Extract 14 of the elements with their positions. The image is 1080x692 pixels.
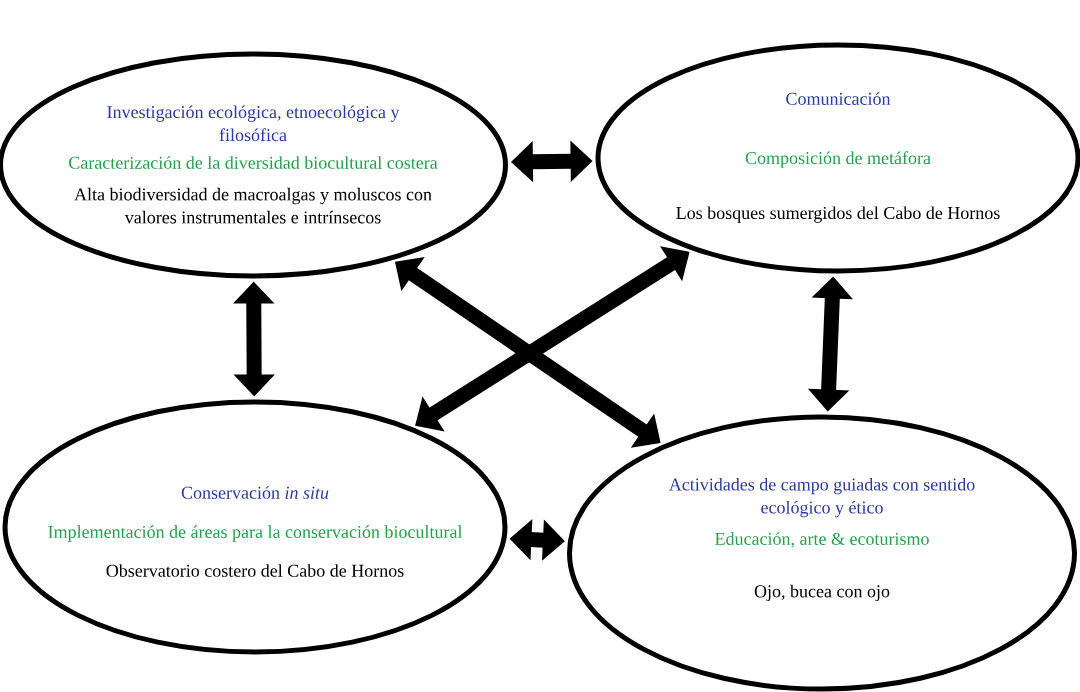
subheading-text: Implementación de áreas para la conservación biocultural (48, 525, 463, 542)
subheading-text: Caracterización de la diversidad biocultural costera (69, 156, 438, 169)
heading-text: Comunicación (786, 92, 891, 105)
description-text: Alta biodiversidad de macroalgas y moluscos con valores instrumentales e intrínsecos (74, 187, 432, 224)
heading-text: Conservación in situ (181, 486, 329, 499)
ellipse-node (2, 399, 508, 655)
subheading-text: Composición de metáfora (745, 151, 931, 168)
ellipse-node (567, 414, 1077, 692)
description-text: Observatorio costero del Cabo de Hornos (106, 564, 404, 577)
description-text: Los bosques sumergidos del Cabo de Hornos (676, 206, 1000, 223)
heading-text: Investigación ecológica, etnoecológica y filosófica (107, 105, 400, 142)
subheading-text: Educación, arte & ecoturismo (715, 532, 929, 548)
heading-text: Actividades de campo guiadas con sentido ecológico y ético (668, 477, 975, 518)
description-text: Ojo, bucea con ojo (754, 584, 890, 602)
